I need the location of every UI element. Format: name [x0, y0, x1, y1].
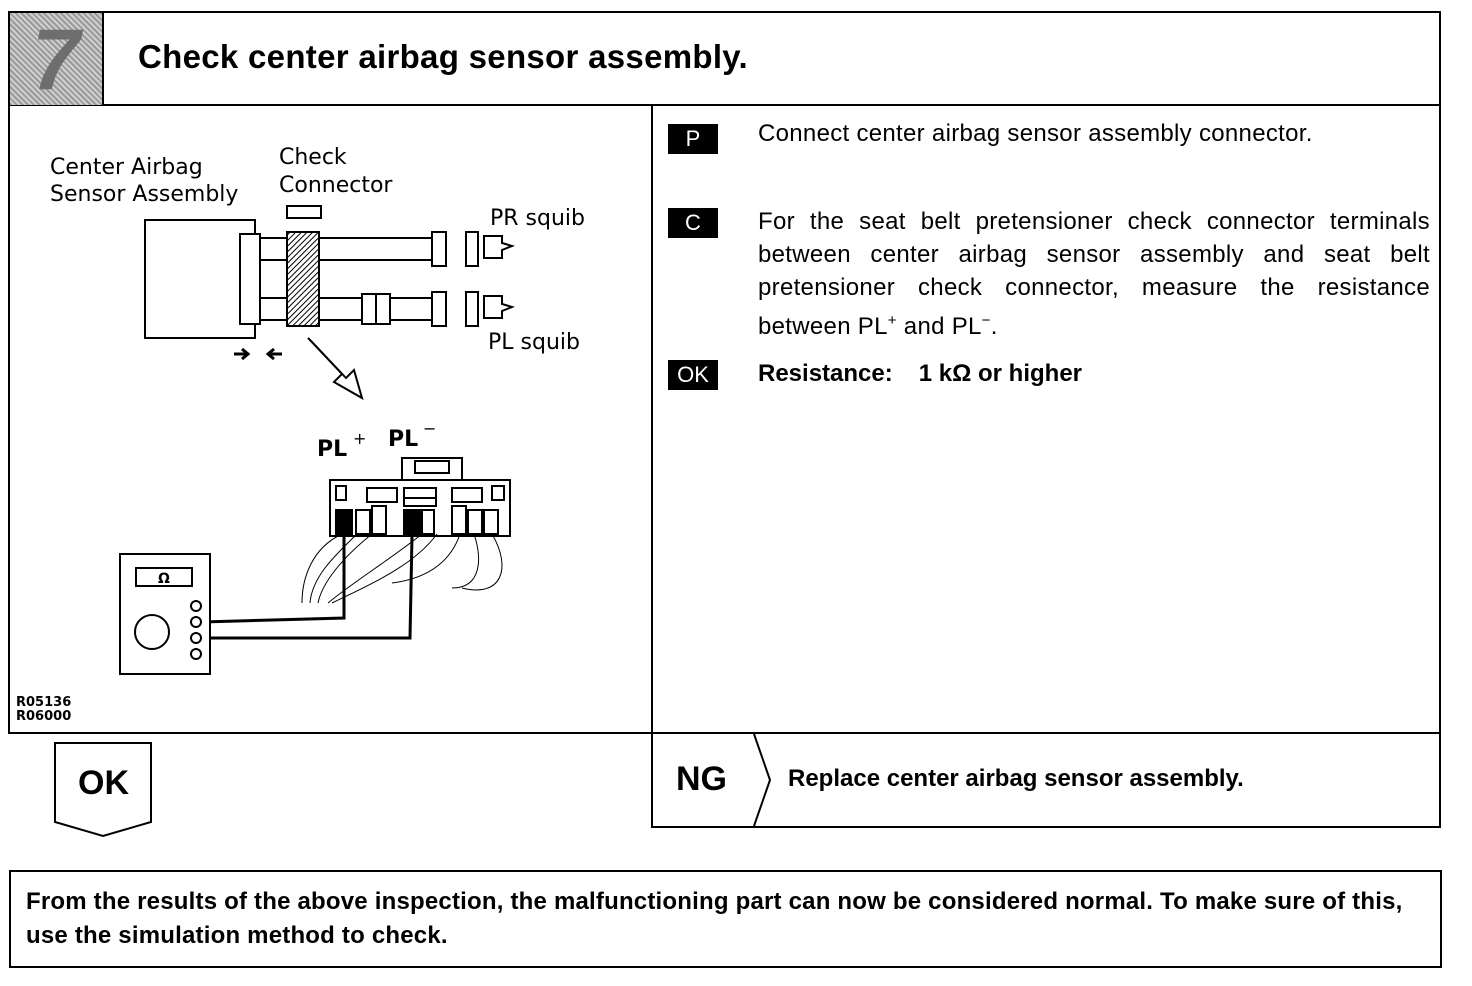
instruction-check: For the seat belt pretensioner check con…: [758, 208, 1430, 340]
test-leads: [201, 535, 414, 640]
detail-arrow-icon: [307, 337, 364, 401]
result-note: From the results of the above inspection…: [26, 888, 1403, 949]
pl-connector-right: [465, 291, 479, 327]
ng-branch-label: NG: [676, 760, 727, 798]
pr-connector-right: [465, 231, 479, 267]
result-value: 1 kΩ or higher: [918, 360, 1083, 387]
label-pl-plus: PL: [317, 437, 347, 462]
meter-symbol: Ω: [158, 571, 170, 587]
column-divider: [651, 104, 653, 734]
sensor-body: [144, 219, 256, 339]
ng-branch-box: [651, 732, 1441, 828]
pr-connector-left: [431, 231, 447, 267]
ref-code-2: R06000: [16, 709, 71, 724]
ok-branch-arrow: [54, 742, 152, 838]
step-title: Check center airbag sensor assembly.: [138, 38, 748, 75]
ohmmeter: Ω: [119, 553, 211, 675]
pr-squib-plug: [483, 235, 516, 259]
inline-connector-b: [375, 293, 391, 325]
pl-plus-sign: +: [353, 429, 366, 448]
result-note-box: [9, 870, 1442, 968]
push-arrow-left-icon: [265, 347, 282, 361]
label-pr-squib: PR squib: [490, 206, 585, 231]
step-number: 7: [32, 13, 80, 105]
title-divider: [8, 104, 1441, 106]
label-sensor-line2: Sensor Assembly: [50, 182, 238, 207]
ng-branch-action: Replace center airbag sensor assembly.: [788, 765, 1244, 792]
label-check-line1: Check: [279, 145, 347, 170]
inline-connector-a: [361, 293, 377, 325]
badge-prepare: P: [668, 124, 718, 154]
hatched-connector: [286, 231, 320, 327]
step-number-badge: 7: [10, 13, 104, 105]
connector-detail: [329, 457, 511, 537]
ref-code-1: R05136: [16, 695, 71, 710]
label-pl-squib: PL squib: [488, 330, 580, 355]
badge-ok: OK: [668, 360, 718, 390]
sensor-connector: [239, 233, 261, 325]
check-connector-symbol: [286, 205, 322, 219]
inspection-diagram: Center Airbag Sensor Assembly Check Conn…: [16, 145, 585, 724]
ng-branch-chevron: [753, 734, 772, 826]
pl-connector-left: [431, 291, 447, 327]
instruction-prepare: Connect center airbag sensor assembly co…: [758, 120, 1313, 147]
wire-harness: [260, 237, 432, 321]
result-label: Resistance:: [758, 360, 893, 387]
pl-squib-plug: [483, 295, 516, 319]
label-check-line2: Connector: [279, 173, 393, 198]
wire-bundle: [301, 533, 503, 604]
badge-check: C: [668, 208, 718, 238]
label-pl-minus: PL: [388, 427, 418, 452]
pl-minus-sign: −: [423, 419, 436, 438]
push-arrow-right-icon: [234, 347, 251, 361]
ok-branch-label: OK: [78, 764, 129, 802]
label-sensor-line1: Center Airbag: [50, 155, 203, 180]
result-spec: Resistance: 1 kΩ or higher: [758, 360, 1082, 388]
